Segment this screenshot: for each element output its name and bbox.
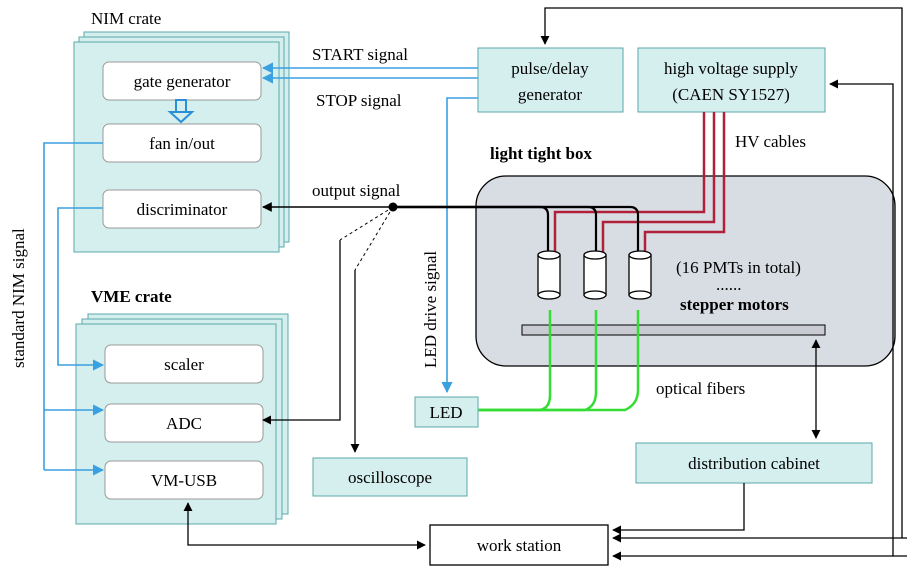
start-signal-label: START signal [312,45,408,64]
distribution-cabinet-box [635,442,873,484]
vm-usb-module [104,460,264,500]
pmt-tube [537,250,561,300]
discriminator-label: discriminator [137,200,228,219]
pmts-total-label: (16 PMTs in total) [676,258,801,277]
split-dashed-lines [339,206,394,271]
workstation-links [183,7,907,561]
output-signal-label: output signal [312,181,401,200]
work-station-label: work station [477,536,562,555]
stepper-motors-label: stepper motors [680,295,789,314]
gate-generator-label: gate generator [134,72,231,91]
pulse-delay-generator [477,47,624,113]
hv-supply-label-line1: high voltage supply [664,59,799,78]
led-drive-signal-label: LED drive signal [421,251,440,368]
pulse-delay-label-line2: generator [518,85,583,104]
oscilloscope-label: oscilloscope [348,468,432,487]
scaler-module [104,344,264,384]
stepper-motor-rail [521,324,826,336]
optical-fibers-label: optical fibers [656,379,745,398]
gate-to-fan-arrow [167,99,195,124]
pulse-delay-label-line1: pulse/delay [511,59,589,78]
distribution-cabinet-label: distribution cabinet [688,454,820,473]
light-tight-box-label: light tight box [490,144,593,163]
stop-signal-label: STOP signal [316,91,402,110]
hv-cables-label: HV cables [735,132,806,151]
fan-in-out-label: fan in/out [149,134,215,153]
optical-fibers [478,310,640,412]
standard-nim-signal-label: standard NIM signal [9,228,28,368]
led-box [414,396,479,428]
hv-supply-label-line2: (CAEN SY1527) [672,85,790,104]
discriminator-module [102,189,262,229]
nim-crate-label: NIM crate [91,9,161,28]
vm-usb-label: VM-USB [151,471,217,490]
adc-label: ADC [166,414,202,433]
oscilloscope-box [312,457,468,497]
vme-crate-label: VME crate [91,287,172,306]
pmt-tube [628,250,652,300]
led-drive-line [441,97,478,394]
hv-cables [553,112,726,255]
scaler-label: scaler [164,355,204,374]
high-voltage-supply [637,47,826,113]
work-station-box [429,524,609,566]
adc-input-line [262,240,341,425]
ellipsis-label: ...... [716,275,742,294]
pmt-tube [583,250,607,300]
led-label: LED [429,403,462,422]
standard-nim-signal-lines [43,142,105,476]
start-stop-lines [261,62,478,84]
pmt-signal-cables [393,205,640,255]
light-tight-box [475,175,896,367]
